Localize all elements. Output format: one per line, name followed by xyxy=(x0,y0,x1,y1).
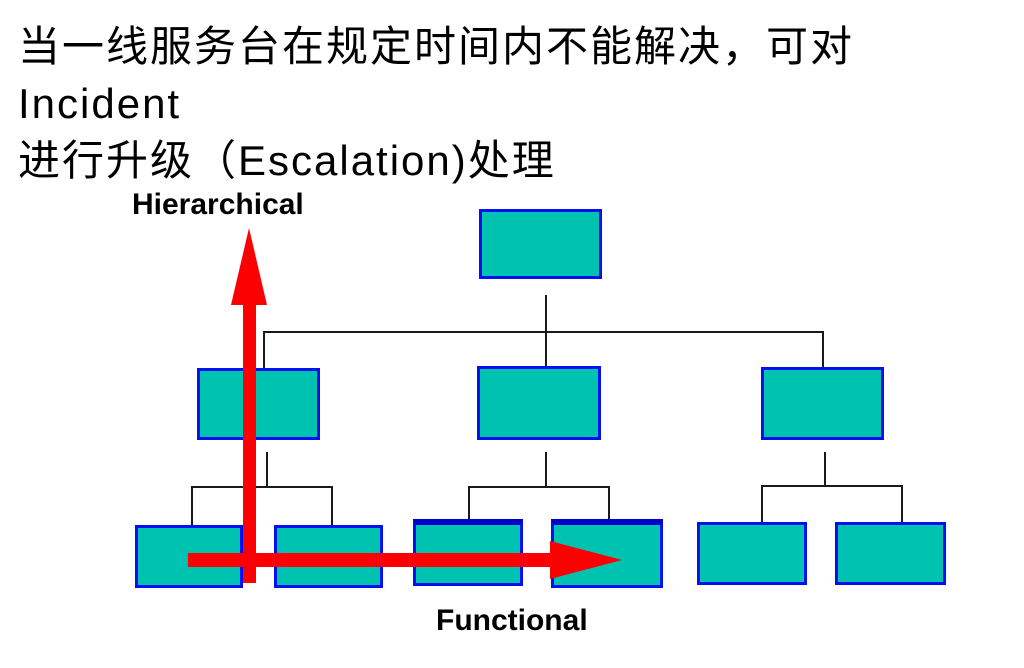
right-arrow-icon xyxy=(550,541,622,579)
connector-right-bracket xyxy=(761,485,903,487)
up-arrow-icon xyxy=(231,228,267,305)
slide-title-line1: 当一线服务台在规定时间内不能解决，可对Incident xyxy=(18,23,855,127)
hierarchical-arrow-shaft xyxy=(243,300,256,583)
connector-right-drop1 xyxy=(761,485,763,522)
org-node-level3-5 xyxy=(697,522,807,585)
slide-title: 当一线服务台在规定时间内不能解决，可对Incident 进行升级（Escalat… xyxy=(18,18,998,189)
functional-arrow-shaft xyxy=(188,553,555,567)
org-node-level2-3 xyxy=(761,367,884,440)
connector-middle-drop1 xyxy=(468,486,470,519)
connector-left-bracket xyxy=(191,486,333,488)
org-node-level3-6 xyxy=(835,522,946,585)
org-node-level2-2 xyxy=(477,366,601,440)
connector-level1-bracket xyxy=(263,331,824,333)
connector-middle-stub xyxy=(545,452,547,488)
org-node-root xyxy=(479,209,602,279)
connector-root-drop xyxy=(545,295,547,366)
connector-middle-bracket xyxy=(468,486,610,488)
connector-left-stub xyxy=(266,452,268,488)
connector-right-stub xyxy=(824,452,826,486)
org-node-level2-1 xyxy=(197,368,320,440)
slide-title-line2: 进行升级（Escalation)处理 xyxy=(18,137,556,184)
hierarchical-axis-label: Hierarchical xyxy=(132,188,304,221)
connector-left-drop1 xyxy=(191,486,193,525)
connector-drop-left xyxy=(263,331,265,368)
connector-left-drop2 xyxy=(331,486,333,525)
connector-drop-right xyxy=(822,331,824,367)
org-node-level3-3 xyxy=(413,519,523,586)
functional-axis-label: Functional xyxy=(436,604,588,637)
connector-middle-drop2 xyxy=(608,486,610,519)
connector-right-drop2 xyxy=(901,485,903,522)
